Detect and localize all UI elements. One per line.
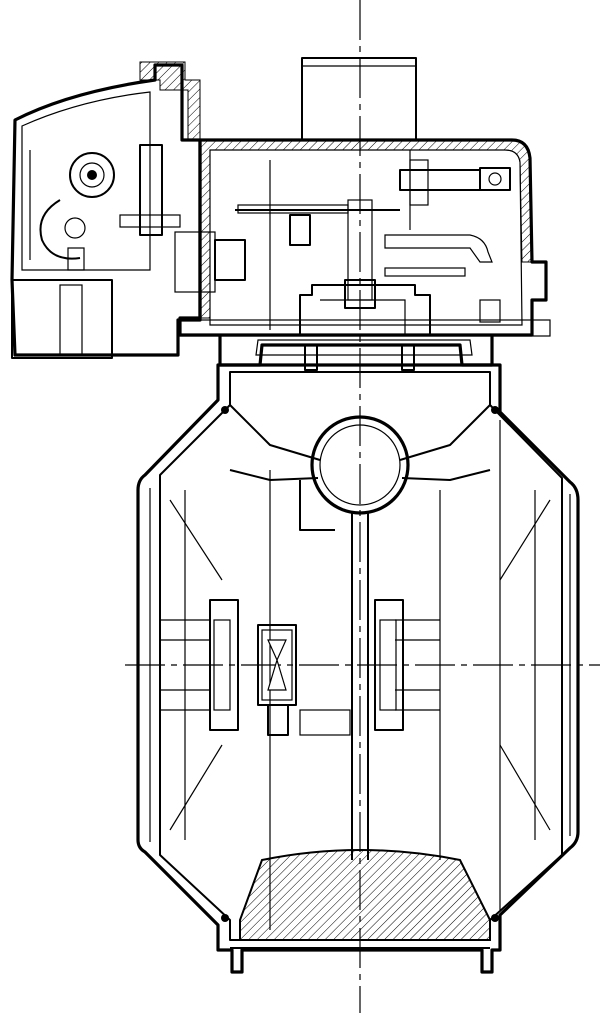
gearbox-housing [178, 138, 551, 337]
motor-housing [10, 61, 202, 359]
left-vane-section [160, 490, 351, 840]
top-shaft [301, 57, 417, 141]
spherical-hub [310, 415, 410, 515]
right-vane-section [374, 420, 551, 910]
centerlines [125, 0, 600, 1013]
gear-train [174, 150, 511, 336]
base-plate [230, 849, 491, 949]
